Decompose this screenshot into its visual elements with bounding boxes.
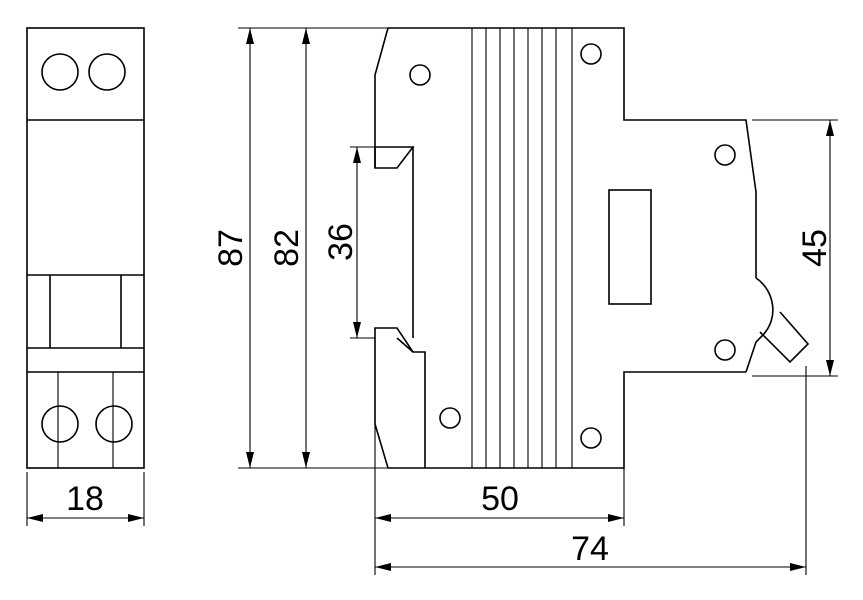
screw-icon bbox=[580, 43, 602, 65]
screw-icon bbox=[714, 339, 736, 361]
dim-total-depth: 74 bbox=[375, 366, 807, 575]
screw-icon bbox=[409, 64, 431, 86]
dim-body-height: 82 bbox=[268, 28, 310, 468]
screw-icon bbox=[439, 407, 461, 429]
din-rail-height-label: 36 bbox=[322, 223, 360, 261]
dim-total-height: 87 bbox=[212, 27, 388, 469]
front-view bbox=[26, 27, 145, 469]
dim-front-width: 18 bbox=[26, 472, 145, 526]
front-height-label: 45 bbox=[796, 229, 834, 267]
top-terminal-screw-2 bbox=[88, 53, 126, 91]
label-window bbox=[608, 189, 652, 305]
total-depth-label: 74 bbox=[571, 530, 609, 568]
body-height-label: 82 bbox=[268, 229, 306, 267]
side-view-outline bbox=[374, 27, 757, 469]
front-view-outline bbox=[26, 27, 145, 469]
top-terminal-screw-1 bbox=[41, 53, 79, 91]
dim-front-height: 45 bbox=[752, 119, 838, 377]
screw-icon bbox=[714, 144, 736, 166]
side-view bbox=[374, 27, 810, 469]
bottom-terminal-screw-1 bbox=[41, 405, 79, 443]
toggle-lever bbox=[759, 311, 810, 364]
bottom-terminal-screw-2 bbox=[95, 405, 133, 443]
dim-base-depth: 50 bbox=[374, 424, 625, 575]
base-depth-label: 50 bbox=[481, 480, 519, 518]
dim-din-rail: 36 bbox=[322, 146, 375, 339]
front-width-label: 18 bbox=[66, 480, 104, 518]
screw-icon bbox=[580, 427, 602, 449]
total-height-label: 87 bbox=[212, 229, 250, 267]
